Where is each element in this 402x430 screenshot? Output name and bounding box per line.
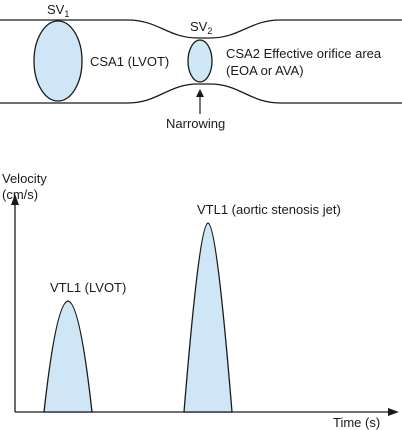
vessel-top-wall bbox=[0, 19, 402, 39]
y-axis-label: Velocity bbox=[2, 171, 47, 186]
velocity-time-plot bbox=[11, 194, 399, 416]
lvot-velocity-peak bbox=[43, 300, 93, 413]
csa1-label: CSA1 (LVOT) bbox=[90, 54, 169, 69]
orifice-cross-section bbox=[187, 39, 213, 83]
narrowing-arrowhead bbox=[196, 89, 204, 97]
lvot-peak-label: VTL1 (LVOT) bbox=[50, 280, 126, 295]
y-axis-arrowhead bbox=[11, 194, 19, 205]
sv2-label: SV2 bbox=[190, 19, 212, 36]
csa2-sublabel: (EOA or AVA) bbox=[226, 63, 304, 78]
sv1-label: SV1 bbox=[47, 2, 69, 19]
y-axis-unit: (cm/s) bbox=[2, 187, 38, 202]
narrowing-label: Narrowing bbox=[166, 116, 225, 131]
x-axis-arrowhead bbox=[388, 408, 399, 416]
csa2-label: CSA2 Effective orifice area bbox=[226, 46, 382, 61]
stenosis-peak-label: VTL1 (aortic stenosis jet) bbox=[197, 202, 341, 217]
lvot-cross-section bbox=[33, 20, 83, 102]
stenosis-jet-velocity-peak bbox=[183, 222, 233, 413]
vessel-bottom-wall bbox=[0, 83, 402, 104]
x-axis-label: Time (s) bbox=[333, 415, 380, 430]
outflow-tract bbox=[0, 19, 402, 114]
